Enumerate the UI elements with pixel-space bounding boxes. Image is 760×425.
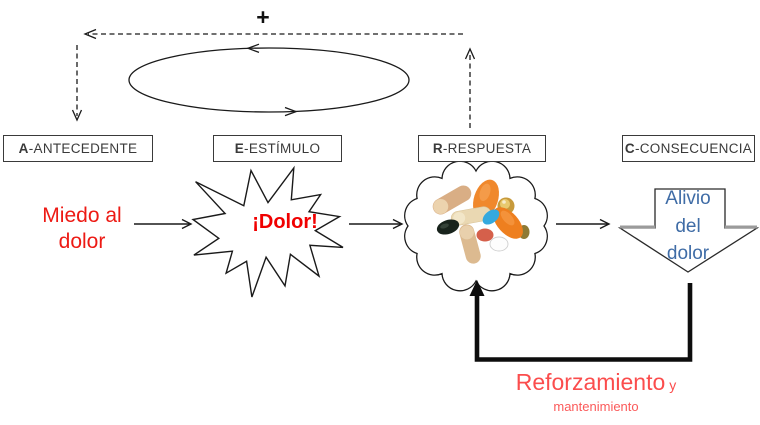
- stage-box-consecuencia: C-CONSECUENCIA: [622, 135, 755, 162]
- stage-letter: R: [432, 141, 443, 156]
- relief-line1: Alivio: [665, 188, 711, 209]
- blue-pill-icon: [482, 209, 500, 225]
- stage-letter: E: [234, 141, 245, 156]
- stage-letter: C: [624, 141, 635, 156]
- stage-label: -RESPUESTA: [442, 141, 532, 156]
- relief-line2: del: [675, 215, 701, 237]
- dashed-feedback-arrow-horizontal: [83, 28, 463, 40]
- reinforcement-suffix: y: [669, 377, 677, 393]
- antecedent-text-line1: Miedo al: [42, 204, 122, 227]
- up-arrowhead: [469, 280, 485, 296]
- flow-arrow-3: [556, 218, 611, 230]
- flow-arrow-2: [349, 218, 404, 230]
- tan-capsule-vertical-icon: [459, 224, 481, 264]
- pills-cloud: [404, 160, 548, 292]
- stage-label: -ANTECEDENTE: [28, 141, 138, 156]
- pain-burst-text: ¡Dolor!: [252, 211, 318, 233]
- cream-capsule-icon: [450, 206, 492, 226]
- orange-pill-large-icon: [493, 207, 523, 239]
- pain-relief-text: Alivio del dolor: [648, 185, 728, 268]
- flow-arrow-1: [134, 218, 193, 230]
- stage-box-respuesta: R-RESPUESTA: [418, 135, 546, 162]
- dashed-arrow-down-to-antecedent: [71, 45, 83, 122]
- explosion-burst-shape: [191, 165, 344, 298]
- stage-box-estimulo: E-ESTÍMULO: [213, 135, 342, 162]
- pills-photo: [432, 179, 530, 264]
- dashed-arrow-up-from-response: [464, 47, 476, 128]
- stage-label: -ESTÍMULO: [244, 141, 321, 156]
- pain-relief-down-arrow: [617, 188, 760, 273]
- antecedent-text-line2: dolor: [58, 230, 106, 253]
- reinforcement-main: Reforzamiento: [515, 369, 666, 395]
- cloud-outline: [404, 160, 548, 292]
- feedback-loop-ellipse: [128, 43, 410, 117]
- stage-box-antecedente: A-ANTECEDENTE: [3, 135, 153, 162]
- stage-letter: A: [18, 141, 29, 156]
- stage-label: -CONSECUENCIA: [634, 141, 753, 156]
- relief-line3: dolor: [666, 243, 710, 264]
- reinforcement-return-arrow: [469, 280, 693, 362]
- positive-feedback-plus-sign: +: [256, 4, 270, 30]
- black-pill-icon: [436, 219, 460, 235]
- tan-capsule-icon: [432, 185, 472, 215]
- white-pill-icon: [489, 236, 509, 252]
- antecedent-text: Miedo al dolor: [16, 203, 148, 255]
- reinforcement-line2: mantenimiento: [553, 399, 639, 414]
- red-pill-icon: [476, 228, 494, 242]
